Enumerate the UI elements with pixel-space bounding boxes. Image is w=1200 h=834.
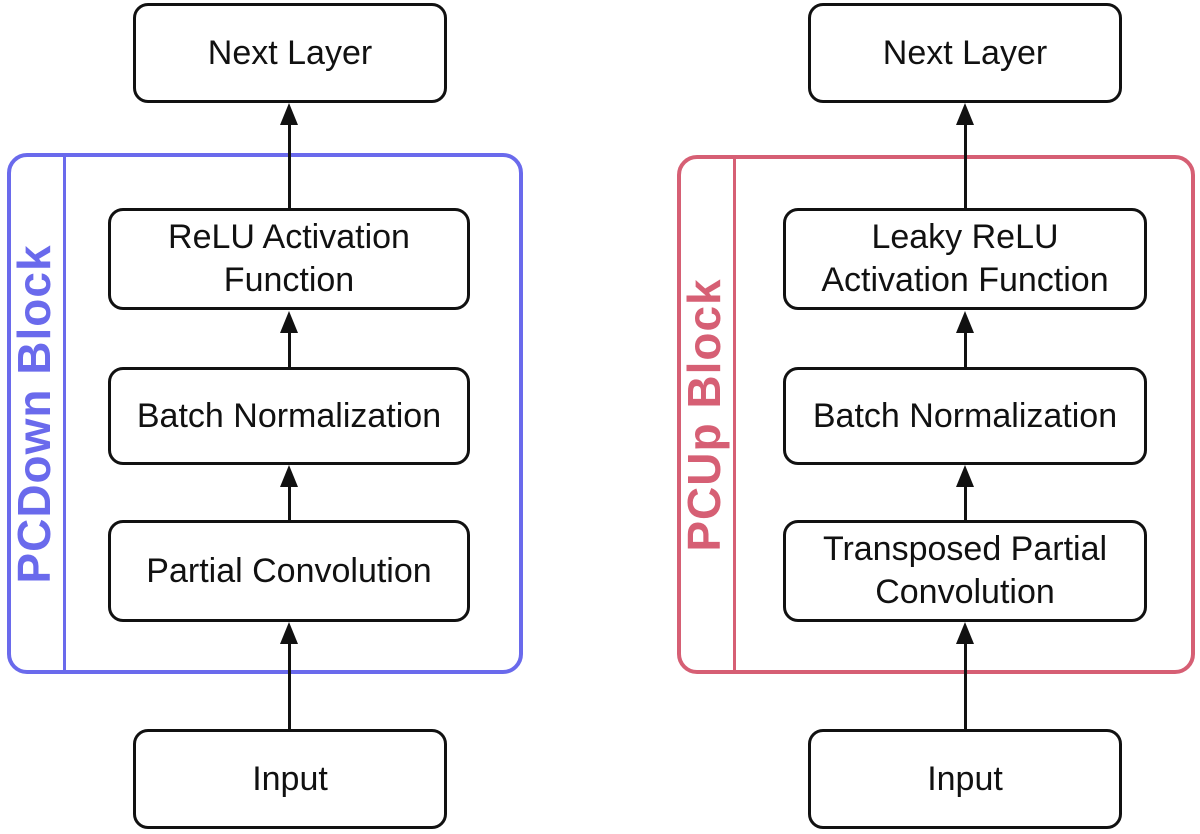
pcup-arrow-tpc-to-bn: [953, 465, 977, 520]
arrow-up-icon: [280, 103, 298, 125]
arrow-up-icon: [956, 103, 974, 125]
pcup-arrow-leakyrelu-to-next-layer: [953, 103, 977, 208]
pcup-label-divider: [733, 159, 736, 670]
leaky-relu-activation-node: Leaky ReLU Activation Function: [783, 208, 1147, 310]
transposed-partial-convolution-node: Transposed Partial Convolution: [783, 520, 1147, 622]
pcup-block-label: PCUp Block: [678, 277, 730, 552]
pcdown-arrow-pc-to-bn: [277, 465, 301, 520]
partial-convolution-node: Partial Convolution: [108, 520, 470, 622]
pcdown-batch-normalization-node: Batch Normalization: [108, 367, 470, 465]
arrow-up-icon: [956, 311, 974, 333]
pcup-arrow-input-to-tpc: [953, 622, 977, 729]
pcdown-block-label: PCDown Block: [8, 243, 60, 584]
arrow-up-icon: [280, 311, 298, 333]
pcup-input-node: Input: [808, 729, 1122, 829]
pcup-batch-normalization-node: Batch Normalization: [783, 367, 1147, 465]
pcdown-input-node: Input: [133, 729, 447, 829]
pcdown-next-layer-node: Next Layer: [133, 3, 447, 103]
pcdown-arrow-bn-to-relu: [277, 311, 301, 367]
arrow-up-icon: [280, 465, 298, 487]
pcdown-label-divider: [63, 157, 66, 670]
arrow-up-icon: [956, 622, 974, 644]
pcdown-arrow-input-to-pc: [277, 622, 301, 729]
pcdown-arrow-relu-to-next-layer: [277, 103, 301, 208]
pcup-arrow-bn-to-leakyrelu: [953, 311, 977, 367]
arrow-up-icon: [280, 622, 298, 644]
arrow-up-icon: [956, 465, 974, 487]
relu-activation-node: ReLU Activation Function: [108, 208, 470, 310]
pcup-next-layer-node: Next Layer: [808, 3, 1122, 103]
